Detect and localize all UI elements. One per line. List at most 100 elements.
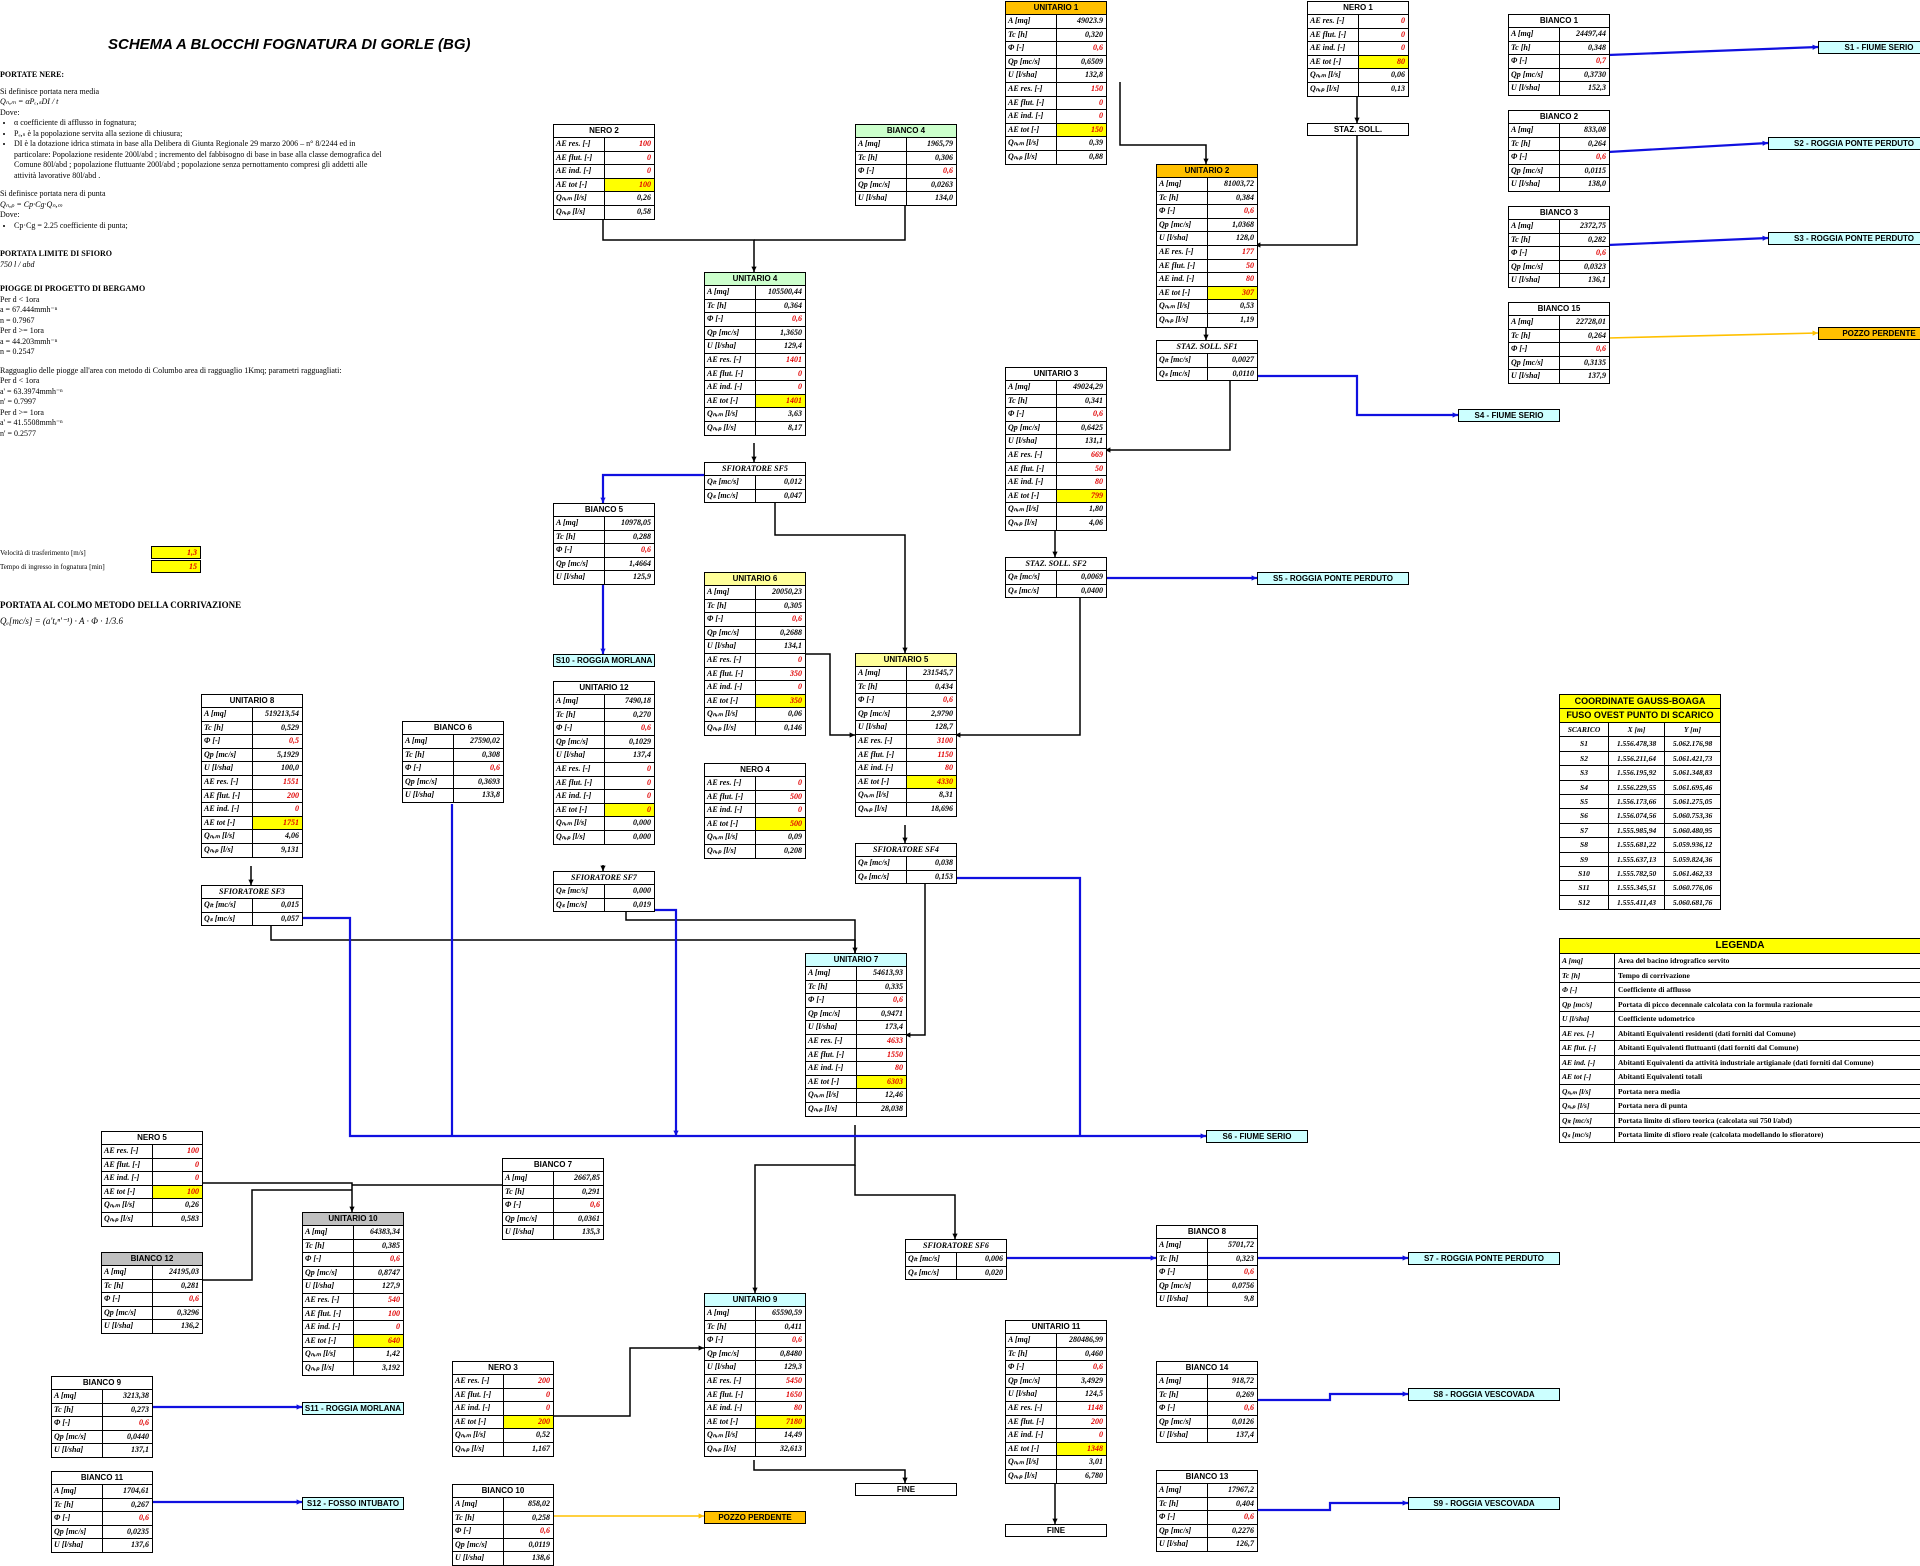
param-value[interactable]: 0,6 <box>943 166 953 176</box>
param-value[interactable]: 0,6 <box>943 695 953 705</box>
param-value[interactable]: 4633 <box>887 1035 903 1045</box>
param-value[interactable]: 0 <box>647 791 651 801</box>
param-value[interactable]: 200 <box>538 1376 550 1385</box>
param-value[interactable]: 1348 <box>1057 1442 1106 1456</box>
param-value[interactable]: 0,6 <box>1244 1403 1254 1413</box>
param-value[interactable]: 80 <box>1246 274 1254 284</box>
param-value[interactable]: 0 <box>647 152 651 162</box>
param-value[interactable]: 80 <box>945 763 953 773</box>
param-value[interactable]: 350 <box>756 694 805 708</box>
param-value[interactable]: 0,7 <box>1596 56 1606 66</box>
param-value[interactable]: 1551 <box>283 776 299 786</box>
param-value[interactable]: 0,6 <box>139 1418 149 1428</box>
param-value[interactable]: 7180 <box>756 1415 805 1429</box>
param-value[interactable]: 0 <box>798 682 802 692</box>
param-value[interactable]: 0 <box>195 1159 199 1169</box>
param-value[interactable]: 1550 <box>887 1049 903 1059</box>
param-value[interactable]: 0,6 <box>590 1200 600 1210</box>
param-value[interactable]: 0,6 <box>189 1294 199 1304</box>
param-value[interactable]: 150 <box>1091 83 1103 93</box>
param-value[interactable]: 0,6 <box>1093 409 1103 419</box>
param-value[interactable]: 0 <box>1401 43 1405 53</box>
param-value[interactable]: 0 <box>798 805 802 815</box>
param-value[interactable]: 500 <box>790 791 802 801</box>
param-value[interactable]: 0 <box>195 1173 199 1183</box>
param-value[interactable]: 177 <box>1242 246 1254 256</box>
outlet-label-s4: S4 - FIUME SERIO <box>1458 409 1560 422</box>
param-value[interactable]: 0 <box>1099 97 1103 107</box>
param-value[interactable]: 50 <box>1095 463 1103 473</box>
param-value[interactable]: 0,6 <box>1244 1512 1254 1522</box>
param-value[interactable]: 0 <box>647 777 651 787</box>
param-value[interactable]: 0 <box>798 382 802 392</box>
param-value[interactable]: 150 <box>1057 123 1106 137</box>
param-value[interactable]: 0 <box>647 166 651 176</box>
param-value[interactable]: 0 <box>1099 1430 1103 1440</box>
param-value[interactable]: 0,6 <box>641 545 651 555</box>
param-value[interactable]: 0,6 <box>540 1526 550 1536</box>
param-value[interactable]: 0 <box>798 654 802 664</box>
param-value[interactable]: 0 <box>1099 111 1103 121</box>
param-value[interactable]: 100 <box>605 178 654 192</box>
param-value[interactable]: 0,6 <box>792 314 802 324</box>
param-value[interactable]: 200 <box>1091 1416 1103 1426</box>
param-value[interactable]: 1650 <box>786 1389 802 1399</box>
param-value[interactable]: 0 <box>647 763 651 773</box>
param-value[interactable]: 540 <box>388 1294 400 1304</box>
param-value[interactable]: 669 <box>1091 449 1103 459</box>
param-value[interactable]: 0 <box>605 803 654 817</box>
param-value[interactable]: 0 <box>295 804 299 814</box>
param-value[interactable]: 500 <box>756 817 805 831</box>
param-value[interactable]: 80 <box>1359 55 1408 69</box>
param-value[interactable]: 1148 <box>1087 1402 1103 1412</box>
param-value[interactable]: 200 <box>287 790 299 800</box>
param-value[interactable]: 4330 <box>907 775 956 789</box>
param-value[interactable]: 0 <box>798 778 802 787</box>
tempo-value[interactable]: 15 <box>151 560 201 573</box>
param-value[interactable]: 50 <box>1246 260 1254 270</box>
param-value[interactable]: 0 <box>546 1403 550 1413</box>
param-value[interactable]: 80 <box>895 1063 903 1073</box>
param-value[interactable]: 1401 <box>786 354 802 364</box>
param-value[interactable]: 0,6 <box>1244 1267 1254 1277</box>
param-value[interactable]: 1150 <box>937 749 953 759</box>
velocita-value[interactable]: 1,3 <box>151 546 201 559</box>
param-value[interactable]: 350 <box>790 668 802 678</box>
param-value[interactable]: 0,6 <box>490 763 500 773</box>
param-value[interactable]: 799 <box>1057 489 1106 503</box>
param-value[interactable]: 200 <box>504 1415 553 1429</box>
param-value[interactable]: 1401 <box>756 394 805 408</box>
param-value[interactable]: 0,6 <box>1244 206 1254 216</box>
param-label: Tc [h] <box>303 1239 354 1253</box>
param-value[interactable]: 3100 <box>937 735 953 745</box>
param-value[interactable]: 0,6 <box>792 1335 802 1345</box>
param-value: 8,17 <box>788 422 802 432</box>
param-value[interactable]: 0,6 <box>1596 344 1606 354</box>
param-value[interactable]: 100 <box>187 1146 199 1155</box>
param-value[interactable]: 0,6 <box>792 614 802 624</box>
param-value[interactable]: 1751 <box>253 816 302 830</box>
param-value[interactable]: 6303 <box>857 1075 906 1089</box>
param-value[interactable]: 0,6 <box>1596 152 1606 162</box>
param-value[interactable]: 100 <box>153 1185 202 1199</box>
param-value[interactable]: 100 <box>388 1308 400 1318</box>
param-value[interactable]: 0,6 <box>390 1254 400 1264</box>
param-value[interactable]: 0 <box>546 1389 550 1399</box>
param-value[interactable]: 307 <box>1208 286 1257 300</box>
param-value[interactable]: 0,6 <box>139 1513 149 1523</box>
param-value[interactable]: 80 <box>794 1403 802 1413</box>
param-value[interactable]: 0 <box>1401 29 1405 39</box>
param-value[interactable]: 0,6 <box>641 723 651 733</box>
param-value[interactable]: 0,6 <box>1093 1362 1103 1372</box>
param-value[interactable]: 100 <box>639 139 651 148</box>
param-value[interactable]: 80 <box>1095 477 1103 487</box>
param-value[interactable]: 0,6 <box>893 995 903 1005</box>
param-value[interactable]: 0,6 <box>1093 43 1103 53</box>
param-value[interactable]: 0,5 <box>289 736 299 746</box>
param-value[interactable]: 5450 <box>786 1375 802 1385</box>
param-value[interactable]: 0 <box>798 368 802 378</box>
param-value[interactable]: 0 <box>396 1322 400 1332</box>
param-value[interactable]: 0 <box>1401 16 1405 25</box>
param-value[interactable]: 0,6 <box>1596 248 1606 258</box>
param-value[interactable]: 640 <box>354 1334 403 1348</box>
